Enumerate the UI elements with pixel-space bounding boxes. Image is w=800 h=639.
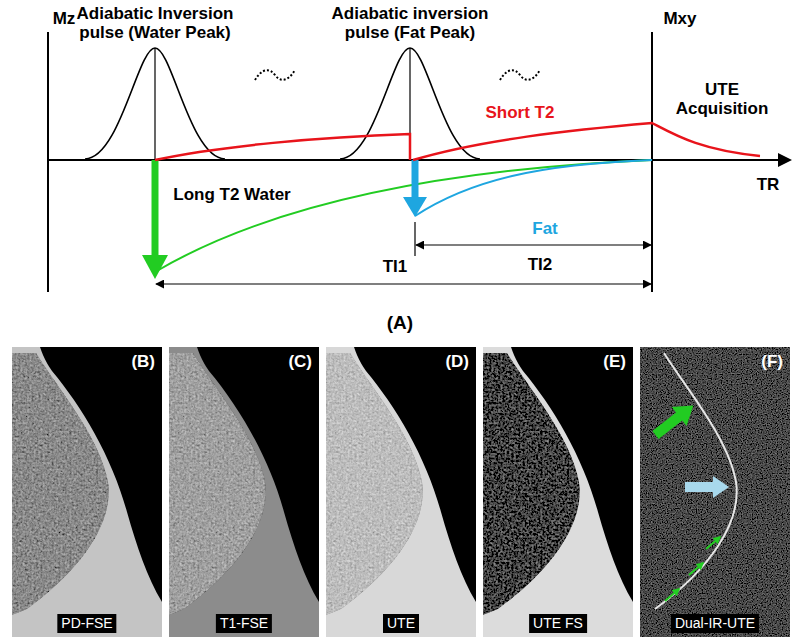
panel-ground: [483, 347, 633, 637]
pulse-label: Adiabatic Inversion pulse (Water Peak): [68, 4, 243, 42]
short-t2-curve: [413, 123, 760, 160]
image-panel: (E) UTE FS: [483, 347, 633, 637]
bone-region: [169, 353, 266, 615]
panel-ground: [326, 347, 476, 637]
short-t2-curve: [155, 134, 410, 160]
axis-label: Mxy: [663, 9, 696, 28]
water-inversion-arrow: [152, 160, 159, 258]
sequence-name: UTE: [383, 614, 419, 633]
mri-panel-image: [640, 347, 790, 637]
pulse-sequence: [48, 32, 792, 292]
image-panel: (C) T1-FSE: [169, 347, 319, 637]
image-panel: (D) UTE: [326, 347, 476, 637]
bone-region: [483, 353, 580, 615]
sequence-name: UTE FS: [529, 614, 587, 633]
fat-inversion-arrow: [412, 160, 419, 200]
mz-axis: [47, 32, 49, 292]
tissue-band: [169, 347, 319, 637]
panel-ground: [640, 347, 790, 637]
bone-region: [12, 353, 109, 615]
light-blue-arrow: [685, 476, 729, 498]
small-green-arrow: [665, 589, 679, 601]
acquisition-label: UTE Acquisition: [672, 80, 772, 118]
panel-letter: (D): [445, 352, 469, 372]
image-panel: (F) Dual-IR-UTE: [640, 347, 790, 637]
tissue-band: [326, 347, 476, 637]
pulse-center-line: [154, 48, 155, 160]
interval-label: TI2: [528, 255, 553, 274]
panel-letter: (E): [603, 352, 626, 372]
sequence-name: T1-FSE: [216, 614, 272, 633]
tissue-band: [12, 347, 162, 637]
curve-label: Fat: [532, 219, 558, 238]
axis-label: Mz: [53, 9, 76, 28]
panel-letter: (C): [288, 352, 312, 372]
mri-panel-image: [326, 347, 476, 637]
time-break: [255, 70, 295, 80]
fat-inversion-arrowhead: [403, 197, 427, 217]
mri-panel-image: [169, 347, 319, 637]
axis-label: TR: [757, 175, 780, 194]
ti1-interval: [156, 283, 651, 284]
mri-panel-image: [12, 347, 162, 637]
interval-tick: [414, 222, 415, 256]
small-green-arrow: [706, 537, 720, 549]
panel-ground: [169, 347, 319, 637]
water-pulse: [85, 48, 225, 159]
water-recovery-curve: [155, 160, 652, 272]
time-break: [500, 70, 540, 80]
thick-green-arrow: [648, 396, 701, 444]
noise-ground: [640, 347, 790, 637]
mxy-axis: [651, 32, 653, 292]
panel-ground: [12, 347, 162, 637]
bone-region: [326, 353, 423, 615]
interval-label: TI1: [383, 257, 408, 276]
small-green-arrow: [689, 563, 703, 575]
panel-letter: (A): [387, 313, 413, 332]
axis-arrowhead: [778, 153, 792, 167]
water-inversion-arrowhead: [142, 255, 168, 279]
panel-letter: (B): [131, 352, 155, 372]
bright-short-t2-line: [655, 353, 737, 609]
tissue-band: [483, 347, 633, 637]
curve-label: Short T2: [486, 103, 555, 122]
panel-letter: (F): [761, 352, 783, 372]
image-panel: (B) PD-FSE: [12, 347, 162, 637]
curve-label: Long T2 Water: [173, 185, 290, 204]
fat-recovery-curve: [415, 160, 652, 216]
mri-panel-image: [483, 347, 633, 637]
ti2-interval: [416, 244, 651, 245]
pulse-label: Adiabatic inversion pulse (Fat Peak): [323, 4, 498, 42]
sequence-name: PD-FSE: [57, 614, 116, 633]
sequence-name: Dual-IR-UTE: [671, 614, 759, 633]
